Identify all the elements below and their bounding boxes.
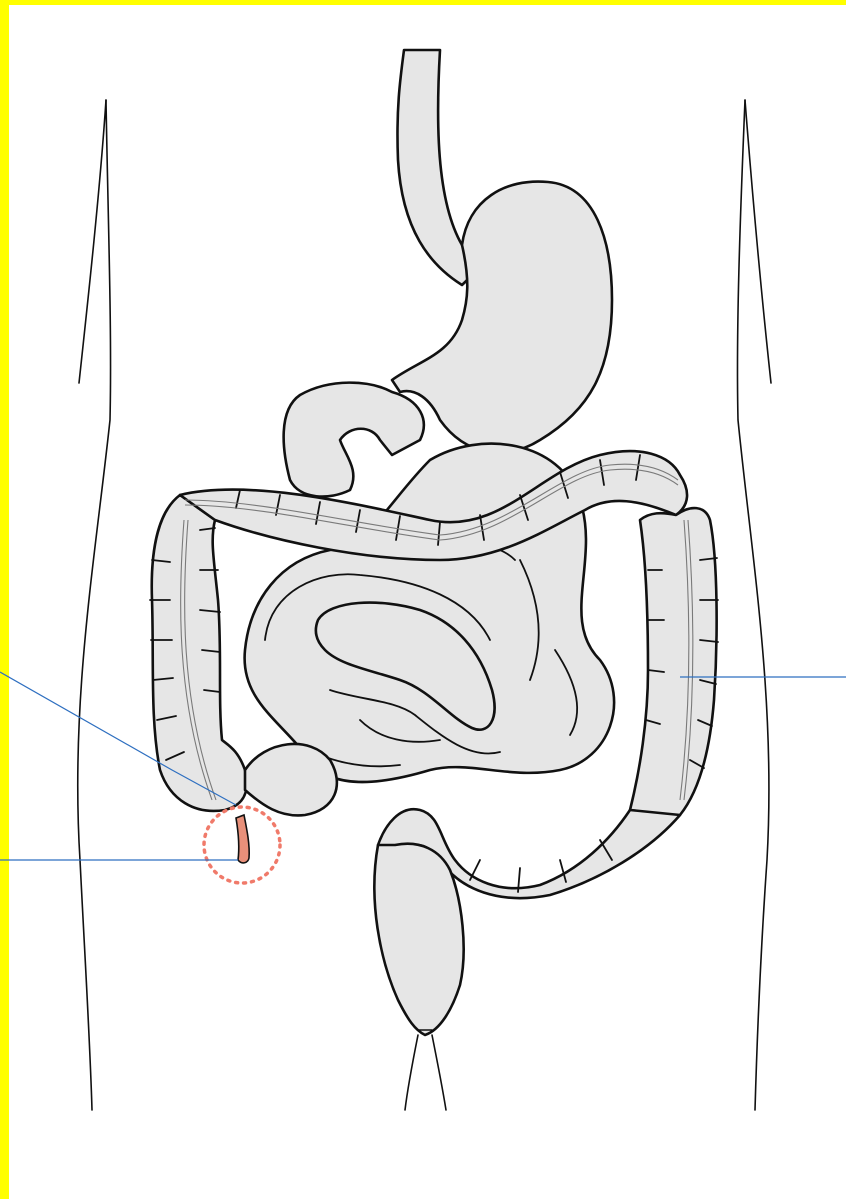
frame-border-top <box>0 0 846 5</box>
appendix <box>236 815 249 863</box>
frame-border-left <box>0 0 9 1199</box>
rectum <box>374 844 463 1035</box>
descending-colon <box>630 508 717 828</box>
terminal-ileum <box>245 744 337 815</box>
duodenum <box>284 383 424 497</box>
ascending-colon <box>152 495 247 811</box>
